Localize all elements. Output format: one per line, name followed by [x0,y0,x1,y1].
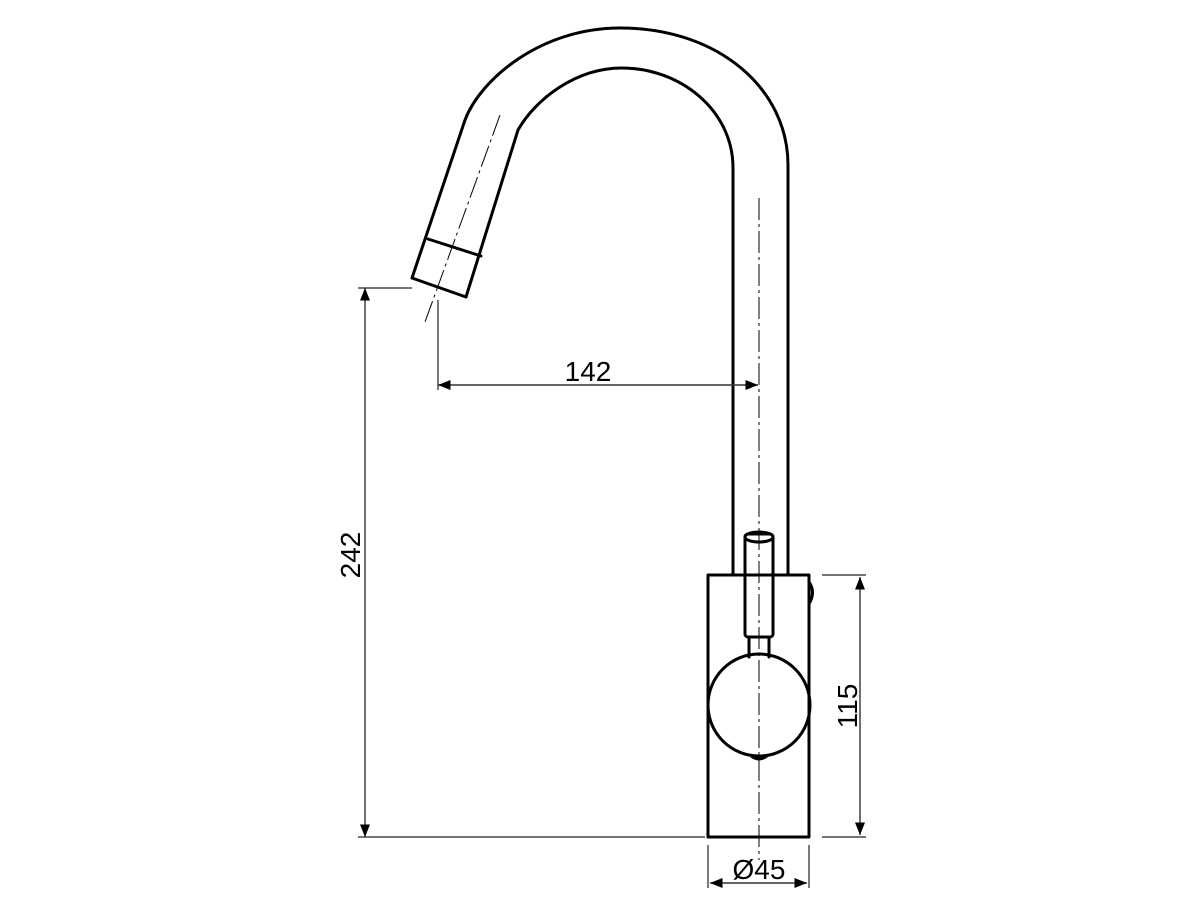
tap-body [706,198,814,860]
body-rear-bump [807,580,814,606]
diameter-label: Ø45 [733,854,786,885]
dimension-reach: 142 [437,300,758,391]
aerator-tip [410,276,468,299]
height-label: 242 [335,532,366,579]
dimension-diameter: Ø45 [707,845,810,889]
spout-inner-outline [464,66,735,577]
dimension-body-height: 115 [822,574,866,838]
spout-centerline [424,114,501,323]
spout [410,26,790,577]
dome-foot [750,757,768,761]
aerator-band [426,237,483,258]
reach-label: 142 [565,356,612,387]
spout-outer-outline [410,26,790,577]
body-height-label: 115 [832,684,863,729]
dimension-height: 242 [335,287,705,838]
